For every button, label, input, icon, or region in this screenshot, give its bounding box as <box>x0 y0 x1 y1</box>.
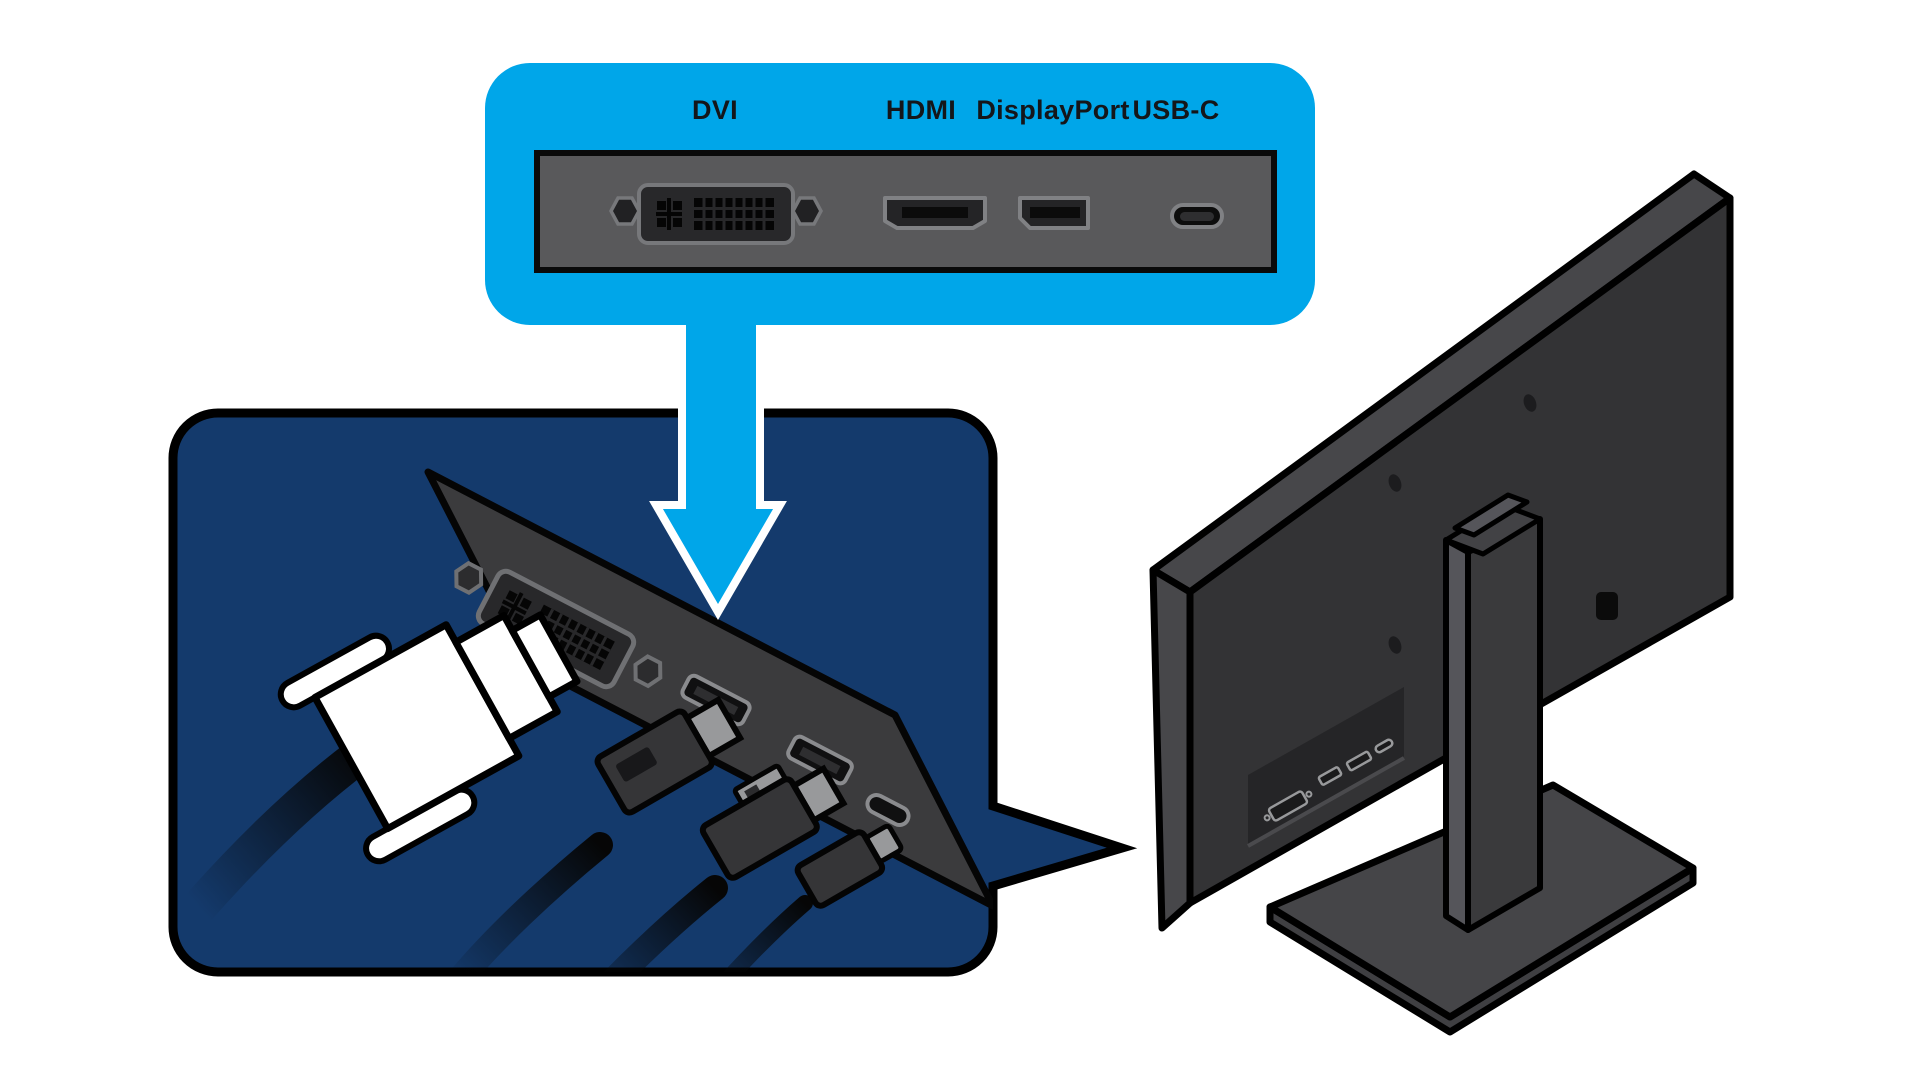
displayport-cable <box>572 875 728 972</box>
hdmi-port-icon <box>883 196 987 230</box>
stand-column-front-face <box>1465 516 1543 933</box>
recess-rim <box>1247 756 1405 848</box>
hdmi-cable <box>442 832 613 972</box>
screw-hole <box>1523 394 1537 412</box>
cable-hole <box>1596 592 1618 620</box>
hdmi-connector-icon <box>594 695 745 816</box>
closeup-content <box>180 468 997 972</box>
usbc-cable <box>687 895 813 972</box>
stand-column-left-face <box>1443 537 1471 933</box>
mini-displayport-icon <box>1345 750 1373 772</box>
mini-hdmi-icon <box>1317 766 1343 786</box>
displayport-port-icon <box>1018 196 1090 230</box>
monitor-illustration <box>1149 170 1734 1036</box>
dvi-port-icon <box>609 183 823 245</box>
label-dvi: DVI <box>692 95 738 125</box>
stand-column-cap-top <box>1452 492 1530 538</box>
screw-hole <box>1388 636 1402 654</box>
mini-usbc-icon <box>1374 738 1394 754</box>
label-displayport: DisplayPort <box>976 95 1130 125</box>
down-arrow-icon <box>649 308 787 620</box>
label-usbc: USB-C <box>1132 95 1220 125</box>
usbc-connector-icon <box>794 823 904 909</box>
mini-dvi-icon <box>1263 790 1313 822</box>
usbc-slot-icon <box>865 792 911 828</box>
monitor-left-edge <box>1149 566 1194 932</box>
screw-hole <box>1388 474 1402 492</box>
dvi-connector-icon <box>277 611 581 865</box>
dvi-cable <box>180 737 378 926</box>
displayport-connector-icon <box>699 763 848 881</box>
usbc-port-icon <box>1170 203 1224 229</box>
label-hdmi: HDMI <box>885 95 957 125</box>
